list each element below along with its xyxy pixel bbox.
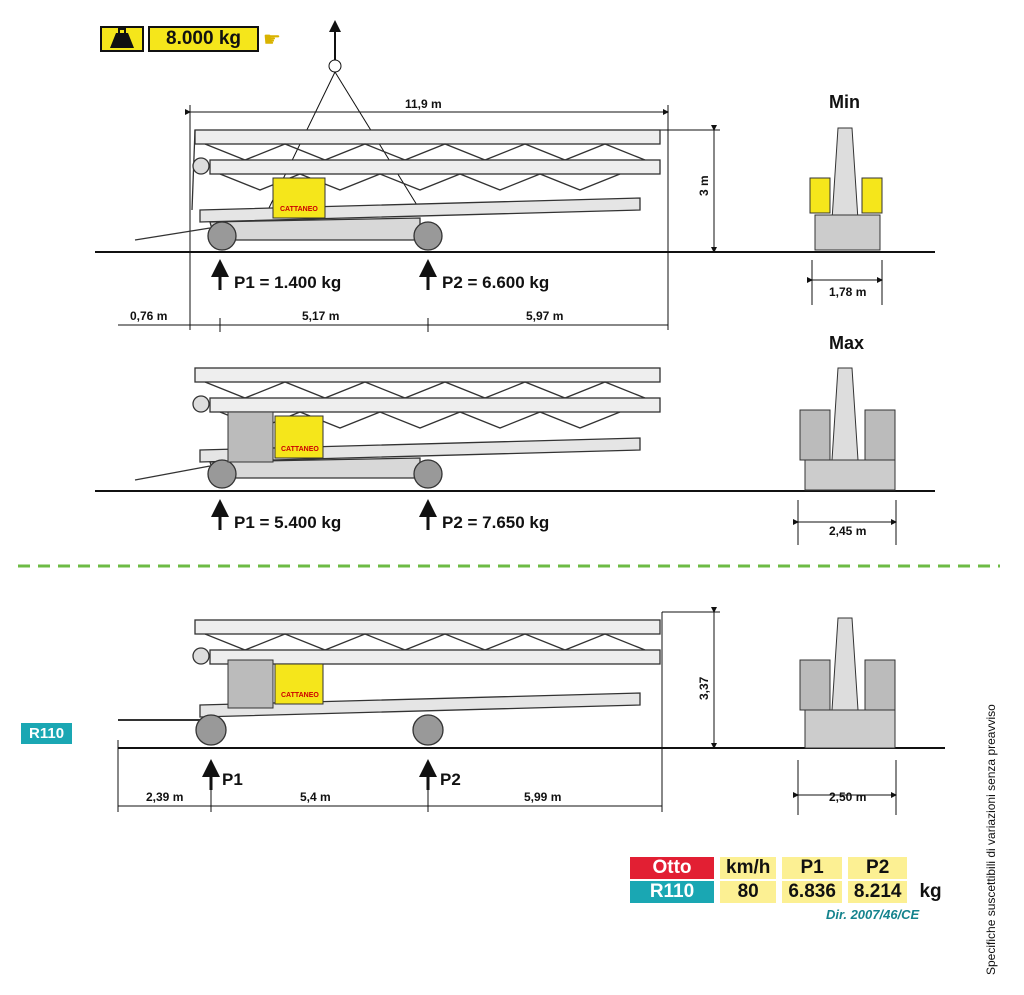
r110-rear-overhang-label: 5,99 m: [524, 790, 562, 804]
max-load-value: 8.000 kg: [148, 26, 259, 52]
p2-load-min: P2 = 6.600 kg: [442, 273, 550, 292]
height-label: 3 m: [697, 175, 711, 196]
front-overhang-label: 0,76 m: [130, 309, 168, 323]
directive-label: Dir. 2007/46/CE: [826, 907, 920, 922]
max-load-indicator: 8.000 kg ☛: [100, 24, 281, 54]
width-label-max: 2,45 m: [829, 524, 867, 538]
spec-cell: 80: [720, 881, 777, 903]
axle-distance-label: 5,17 m: [302, 309, 340, 323]
brand-label: CATTANEO: [280, 206, 318, 213]
p1-load-min: P1 = 1.400 kg: [234, 273, 342, 292]
spec-cell: P1: [782, 857, 842, 879]
view-title-max: Max: [829, 333, 865, 353]
r110-p2-label: P2: [440, 770, 461, 789]
spec-table-header: Otto km/h P1 P2: [630, 857, 948, 879]
rear-overhang-label: 5,97 m: [526, 309, 564, 323]
brand-label: CATTANEO: [281, 446, 319, 453]
pointing-hand-icon: ☛: [263, 28, 281, 51]
r110-axle-distance-label: 5,4 m: [300, 790, 331, 804]
spec-cell: R110: [630, 881, 714, 903]
brand-label: CATTANEO: [281, 692, 319, 699]
total-length-label: 11,9 m: [405, 97, 442, 111]
spec-table: Otto km/h P1 P2 R110 80 6.836 8.214 kg: [624, 855, 954, 905]
r110-badge: R110: [21, 723, 73, 744]
spec-cell: km/h: [720, 857, 777, 879]
width-label-min: 1,78 m: [829, 285, 867, 299]
side-note: Specifiche suscettibili di variazioni se…: [984, 704, 998, 975]
spec-cell: kg: [913, 881, 948, 903]
r110-height-label: 3,37: [697, 676, 711, 700]
spec-cell: 6.836: [782, 881, 842, 903]
r110-front-overhang-label: 2,39 m: [146, 790, 184, 804]
p2-load-max: P2 = 7.650 kg: [442, 513, 550, 532]
view-title-min: Min: [829, 92, 860, 112]
spec-table-row: R110 80 6.836 8.214 kg: [630, 881, 948, 903]
r110-width-label: 2,50 m: [829, 790, 867, 804]
spec-cell: [913, 857, 948, 879]
r110-p1-label: P1: [222, 770, 243, 789]
spec-cell: Otto: [630, 857, 714, 879]
spec-cell: 8.214: [847, 881, 908, 903]
weight-icon: [100, 26, 144, 52]
p1-load-max: P1 = 5.400 kg: [234, 513, 342, 532]
spec-cell: P2: [847, 857, 908, 879]
